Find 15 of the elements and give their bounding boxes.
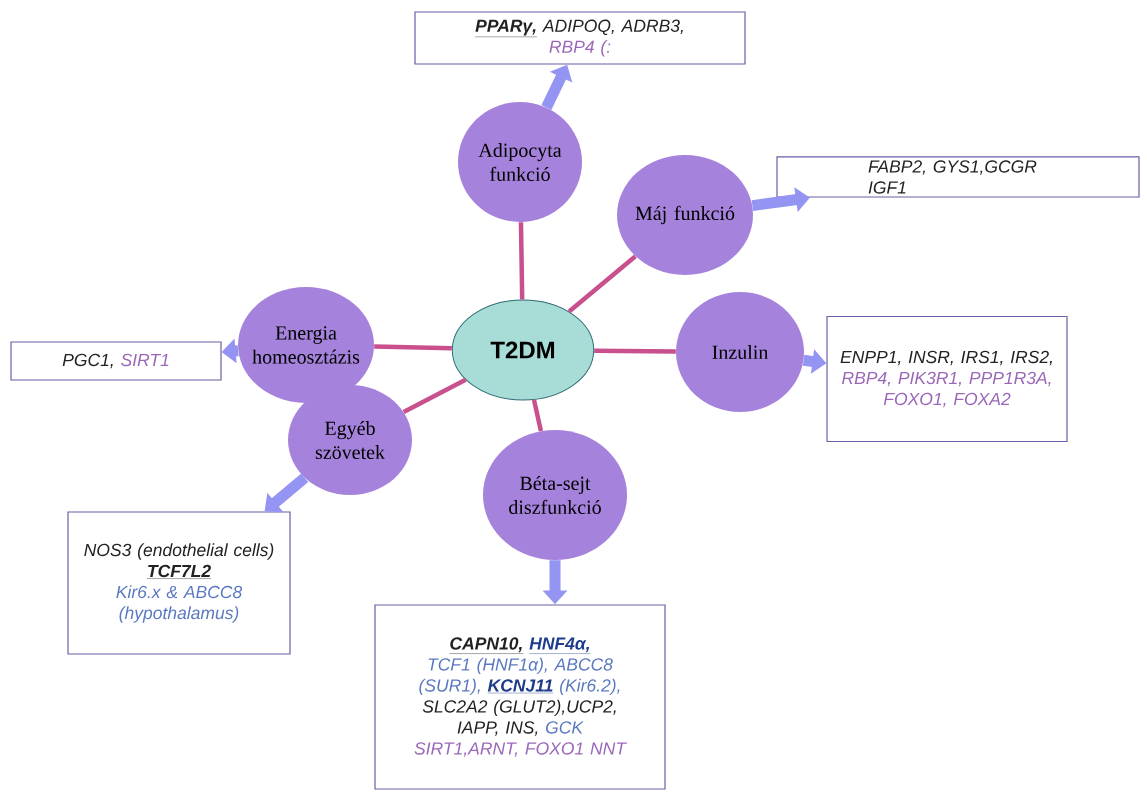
node-label: Energia homeosztázis	[252, 326, 360, 364]
node-label: Egyéb szövetek	[315, 420, 386, 460]
connector-line	[518, 222, 525, 300]
block-arrow	[264, 473, 309, 512]
gene-box: PGC1, SIRT1	[10, 341, 222, 381]
connector-line	[594, 348, 676, 354]
connector-line	[402, 377, 467, 415]
connector-line	[567, 254, 637, 314]
gene-box: PPARγ, ADIPOQ, ADRB3, RBP4 (:	[414, 11, 746, 65]
connector-line	[531, 399, 544, 432]
gene-box: ENPP1, INSR, IRS1, IRS2, RBP4, PIK3R1, PPP1R3A, FOXO1, FOXA2	[826, 315, 1068, 443]
connector-line	[374, 344, 452, 351]
gene-box: NOS3 (endothelial cells) TCF7L2 Kir6.x & ABCC8 (hypothalamus)	[67, 511, 291, 655]
gene-box: FABP2, GYS1,GCGR IGF1	[776, 156, 1140, 198]
gene-box: CAPN10, HNF4α, TCF1 (HNF1α), ABCC8 (SUR1), KCNJ11 (Kir6.2), SLC2A2 (GLUT2),UCP2, IAPP, INS, GCK SIRT1,ARNT, FOXO1 NNT	[374, 604, 666, 790]
